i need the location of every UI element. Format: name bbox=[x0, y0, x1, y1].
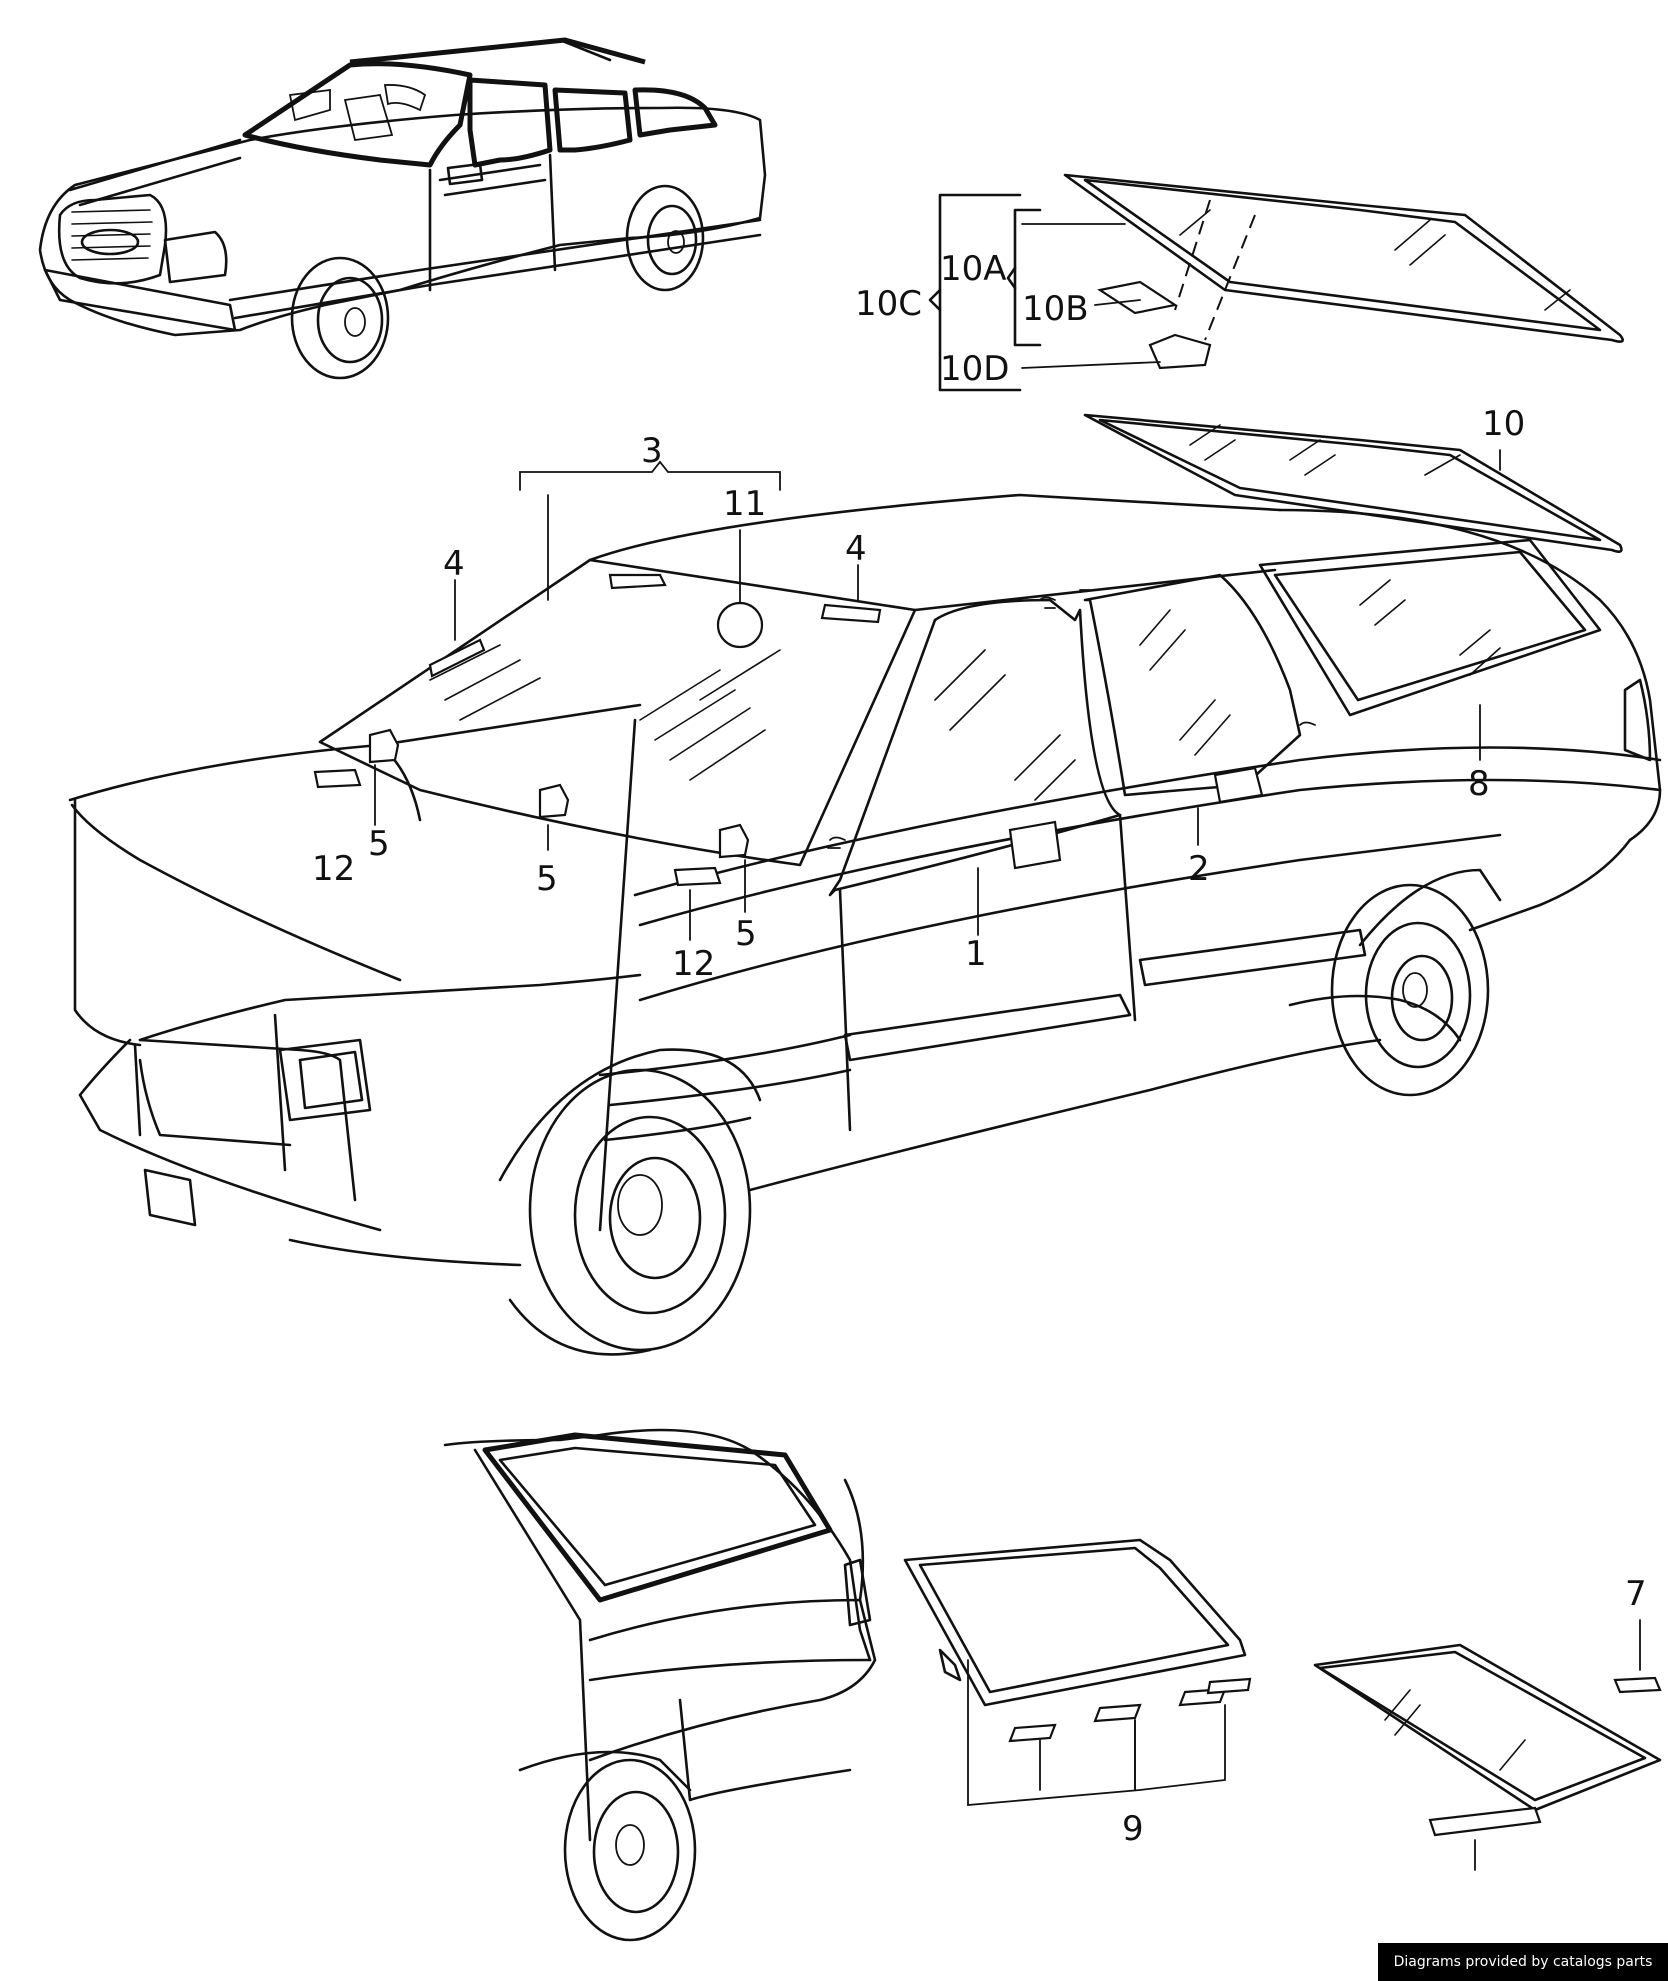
callout-4-left: 4 bbox=[443, 544, 465, 584]
callout-11: 11 bbox=[723, 484, 766, 524]
leader-lines bbox=[374, 449, 1501, 1791]
callout-1: 1 bbox=[965, 934, 987, 974]
main-car bbox=[68, 493, 1662, 1356]
callout-labels: 1 2 3 4 4 5 5 5 6 7 8 9 10 10A 10B 10C 1… bbox=[312, 249, 1647, 1981]
callout-3: 3 bbox=[641, 431, 663, 471]
quarter-glass-detail bbox=[1313, 1619, 1662, 1871]
callout-10b: 10B bbox=[1022, 289, 1089, 329]
callout-9: 9 bbox=[1122, 1809, 1144, 1849]
credit-badge: Diagrams provided by catalogs parts bbox=[1378, 1943, 1668, 1981]
rear-window-detail bbox=[928, 173, 1624, 553]
callout-4-right: 4 bbox=[845, 529, 867, 569]
callout-12-left: 12 bbox=[312, 849, 355, 889]
callout-10a: 10A bbox=[940, 249, 1007, 289]
callout-5-left: 5 bbox=[368, 824, 390, 864]
callout-10c: 10C bbox=[855, 284, 922, 324]
window-seal-detail bbox=[903, 1538, 1252, 1806]
callout-7: 7 bbox=[1625, 1574, 1647, 1614]
overview-car bbox=[38, 37, 767, 380]
callout-10d: 10D bbox=[940, 349, 1009, 389]
callout-2: 2 bbox=[1188, 849, 1210, 889]
callout-12-right: 12 bbox=[672, 944, 715, 984]
callout-10: 10 bbox=[1482, 404, 1525, 444]
callout-5-center: 5 bbox=[536, 859, 558, 899]
callout-8: 8 bbox=[1468, 764, 1490, 804]
rear-quarter-detail bbox=[443, 1428, 877, 1942]
callout-5-right: 5 bbox=[735, 914, 757, 954]
